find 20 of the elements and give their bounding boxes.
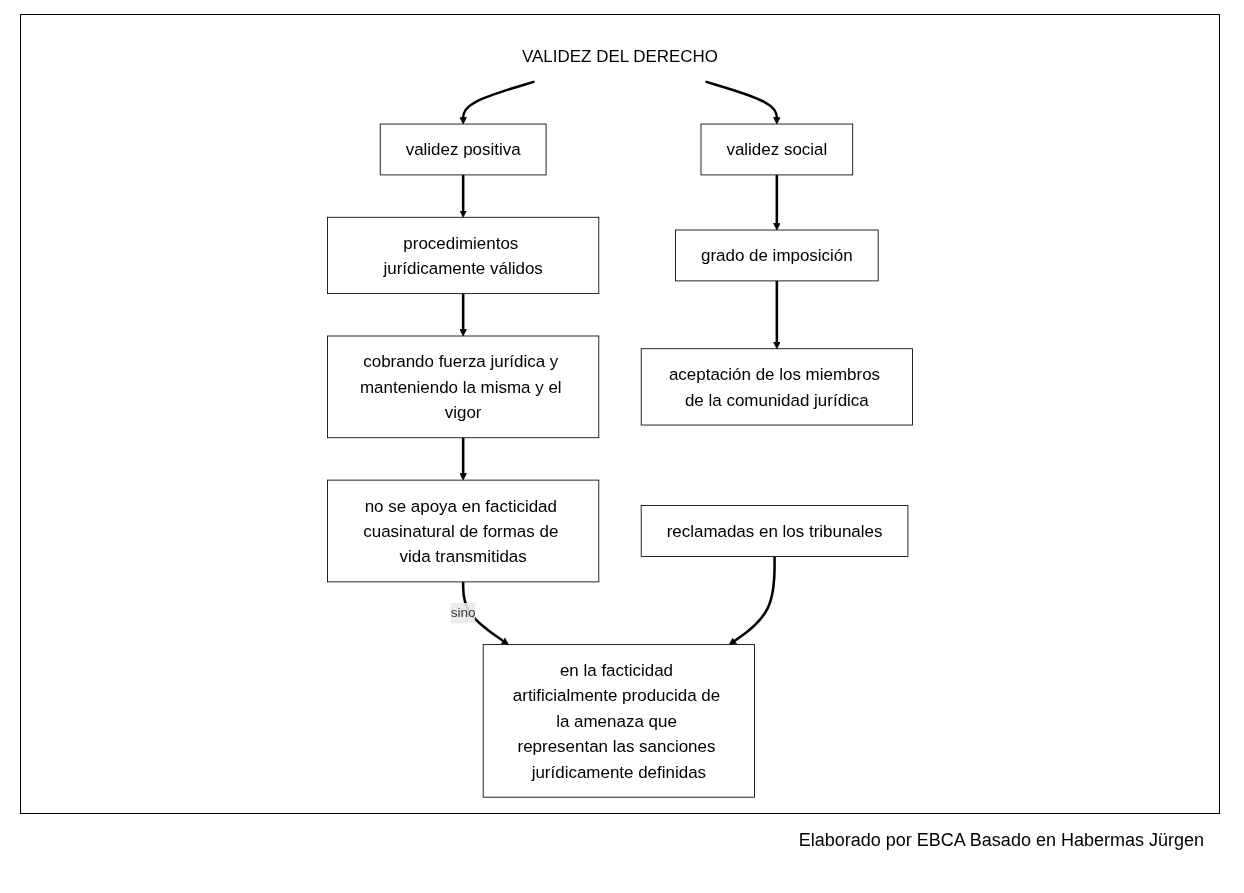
- credit-note: Elaborado por EBCA Basado en Habermas Jürgen: [798, 830, 1204, 851]
- node-box: cobrando fuerza jurídica y manteniendo la misma y el vigor: [327, 335, 600, 439]
- arrow: [459, 174, 467, 218]
- node-box: no se apoya en facticidad cuasinatural de formas de vida transmitidas: [327, 479, 600, 583]
- node-text: VALIDEZ DEL DERECHO: [522, 46, 718, 66]
- arrow: [459, 437, 467, 481]
- node-box: validez positiva: [379, 123, 547, 176]
- arrow: [728, 556, 776, 645]
- arrow: [459, 80, 535, 125]
- arrow: [459, 293, 467, 337]
- node-box: validez social: [700, 123, 854, 176]
- node-box: aceptación de los miembros de la comunidad jurídica: [640, 348, 913, 426]
- node-box: reclamadas en los tribunales: [640, 505, 909, 557]
- node-box: grado de imposición: [675, 229, 879, 282]
- arrow: [773, 280, 781, 350]
- node-box: procedimientos jurídicamente válidos: [327, 216, 600, 295]
- edge-label: sino: [450, 605, 476, 621]
- arrow: [705, 80, 781, 125]
- node-box: en la facticidad artificialmente producida de la amenaza que representan las sanciones jurídicamente definidas: [482, 644, 755, 798]
- arrow: [773, 174, 781, 231]
